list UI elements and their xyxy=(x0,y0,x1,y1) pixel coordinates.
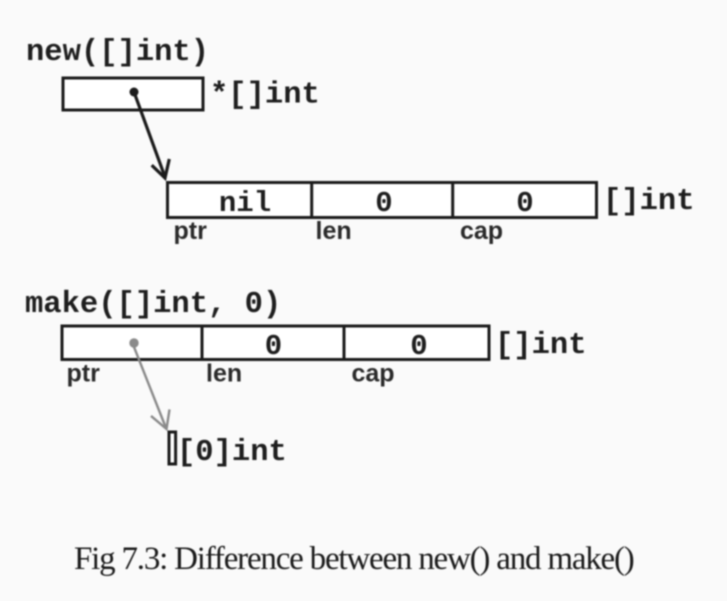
svg-text:make([]int, 0): make([]int, 0) xyxy=(25,288,281,322)
svg-text:len: len xyxy=(206,360,242,388)
svg-text:ptr: ptr xyxy=(174,217,208,245)
svg-text:cap: cap xyxy=(460,217,503,245)
svg-text:new([]int): new([]int) xyxy=(26,36,209,70)
svg-text:ptr: ptr xyxy=(67,360,101,388)
svg-text:len: len xyxy=(316,217,352,245)
svg-text:[0]int: [0]int xyxy=(177,436,287,470)
svg-text:nil: nil xyxy=(219,187,271,220)
svg-text:0: 0 xyxy=(410,330,427,363)
svg-text:0: 0 xyxy=(375,187,392,220)
svg-text:0: 0 xyxy=(516,187,533,220)
svg-text:0: 0 xyxy=(265,330,282,363)
svg-text:[]int: []int xyxy=(603,185,695,219)
svg-text:*[]int: *[]int xyxy=(210,79,320,113)
svg-text:cap: cap xyxy=(352,360,395,388)
svg-text:[]int: []int xyxy=(495,329,587,363)
svg-text:Fig 7.3: Difference between ne: Fig 7.3: Difference between new() and ma… xyxy=(74,541,634,577)
